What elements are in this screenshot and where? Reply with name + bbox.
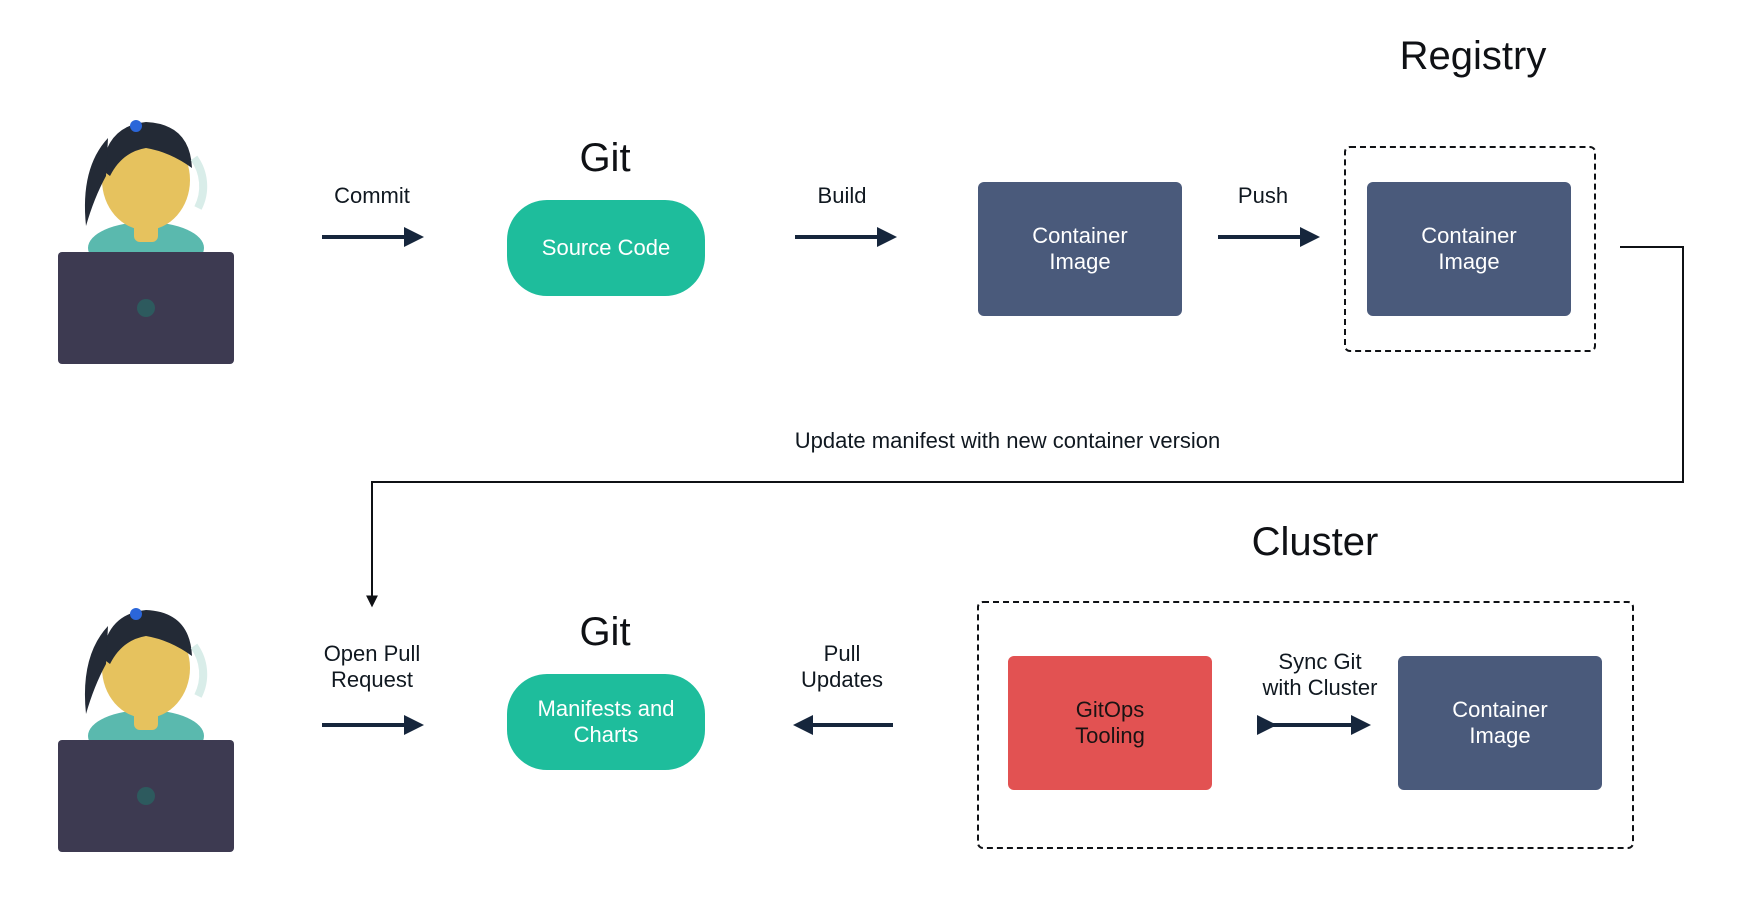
manifests-charts-node: Manifests and Charts (507, 674, 705, 770)
container-image-cluster: Container Image (1398, 656, 1602, 790)
container-image-build: Container Image (978, 182, 1182, 316)
registry-boundary (1344, 146, 1596, 352)
gitops-tooling-node: GitOps Tooling (1008, 656, 1212, 790)
cluster-heading: Cluster (1251, 520, 1379, 564)
git-heading-top: Git (579, 136, 631, 180)
open-pull-request-label: Open Pull Request (323, 641, 421, 692)
developer-icon (50, 108, 240, 378)
registry-heading: Registry (1399, 34, 1547, 78)
commit-label: Commit (334, 183, 410, 208)
developer-icon (50, 596, 240, 866)
sync-git-label: Sync Git with Cluster (1262, 649, 1378, 700)
build-label: Build (817, 183, 867, 208)
update-manifest-connector (366, 246, 1684, 608)
push-label: Push (1237, 183, 1289, 208)
git-heading-bottom: Git (579, 610, 631, 654)
update-manifest-label: Update manifest with new container versi… (794, 428, 1221, 453)
pull-updates-label: Pull Updates (801, 641, 883, 692)
container-image-registry: Container Image (1367, 182, 1571, 316)
cluster-boundary (977, 601, 1634, 849)
source-code-node: Source Code (507, 200, 705, 296)
